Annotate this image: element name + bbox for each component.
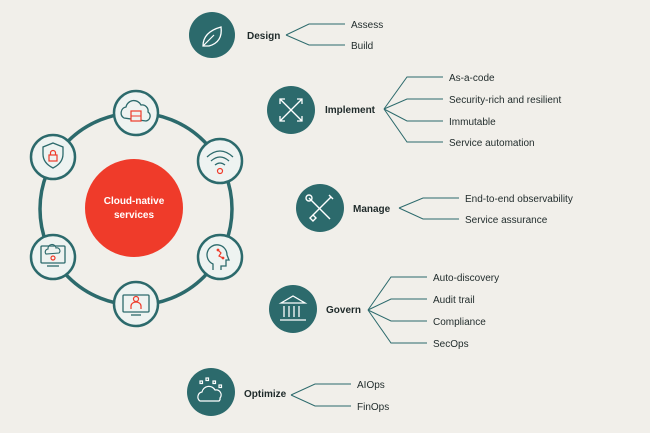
cloud-server-icon <box>112 89 160 137</box>
leaf-label: Audit trail <box>433 295 475 306</box>
category-label-design: Design <box>247 31 280 42</box>
branch-line <box>398 207 459 220</box>
category-label-optimize: Optimize <box>244 389 287 400</box>
center-node: Cloud-native services <box>85 159 183 257</box>
leaf-label: Build <box>351 41 373 52</box>
leaf-label: Service assurance <box>465 215 548 226</box>
tools-icon <box>305 194 334 222</box>
leaf-label: SecOps <box>433 339 469 350</box>
shield-lock-icon <box>29 133 77 181</box>
leaf-label: Auto-discovery <box>433 273 499 284</box>
branch-connectors <box>285 23 459 407</box>
leaf-label: AIOps <box>357 380 385 391</box>
category-design: Design <box>189 12 280 58</box>
leaf-label: Immutable <box>449 117 496 128</box>
branch-line <box>383 76 443 110</box>
leaf-label: Compliance <box>433 317 486 328</box>
branch-line <box>383 108 443 143</box>
cloud-monitor-icon <box>29 233 77 281</box>
center-label-line1: Cloud-native <box>104 196 165 207</box>
branch-line <box>383 108 443 122</box>
branch-line <box>285 34 345 46</box>
branch-line <box>383 98 443 110</box>
category-optimize: Optimize <box>187 368 287 416</box>
leaf-label: End-to-end observability <box>465 194 573 205</box>
center-label-line2: services <box>114 210 154 221</box>
monitor-user-icon <box>112 280 160 328</box>
expand-arrows-icon <box>279 98 303 122</box>
leaf-label: As-a-code <box>449 73 495 84</box>
bank-icon <box>278 295 308 321</box>
branch-line <box>367 309 427 344</box>
leaf-label: Security-rich and resilient <box>449 95 561 106</box>
leaf-label: Service automation <box>449 138 535 149</box>
leaf-icon <box>202 26 222 47</box>
category-govern: Govern <box>269 285 361 333</box>
branch-line <box>367 309 427 322</box>
branch-line <box>367 298 427 311</box>
branch-line <box>290 394 351 407</box>
cloud-network-icon <box>197 377 223 402</box>
category-label-implement: Implement <box>325 105 376 116</box>
branch-line <box>398 197 459 209</box>
wifi-icon <box>196 137 244 185</box>
category-manage: Manage <box>296 184 391 232</box>
ai-head-icon <box>196 233 244 281</box>
leaf-label: Assess <box>351 20 383 31</box>
category-implement: Implement <box>267 86 376 134</box>
branch-line <box>285 23 345 36</box>
branch-line <box>290 383 351 396</box>
category-label-govern: Govern <box>326 305 361 316</box>
branch-line <box>367 276 427 311</box>
category-label-manage: Manage <box>353 204 391 215</box>
leaf-label: FinOps <box>357 402 389 413</box>
